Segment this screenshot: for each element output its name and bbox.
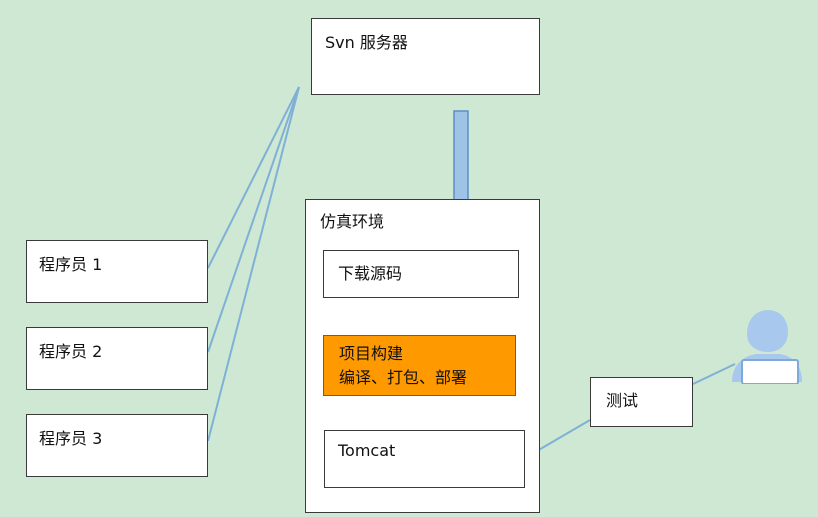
tomcat-label: Tomcat — [338, 441, 396, 460]
test-box: 测试 — [590, 377, 693, 427]
project-build-title: 项目构建 — [339, 344, 404, 363]
developer-label: 程序员 2 — [39, 342, 103, 361]
simulation-env-label: 仿真环境 — [320, 212, 385, 231]
download-source-box: 下载源码 — [323, 250, 519, 298]
tomcat-box: Tomcat — [324, 430, 525, 488]
svn-server-box: Svn 服务器 — [311, 18, 540, 95]
developer-label: 程序员 1 — [39, 255, 103, 274]
download-source-label: 下载源码 — [338, 264, 403, 283]
connector-dev3-svn — [207, 86, 300, 442]
connector-test-tester — [692, 363, 736, 385]
developer-label: 程序员 3 — [39, 429, 103, 448]
connector-dev1-svn — [207, 86, 300, 269]
project-build-box: 项目构建 编译、打包、部署 — [323, 335, 516, 396]
project-build-steps: 编译、打包、部署 — [339, 368, 468, 387]
developer-box: 程序员 3 — [26, 414, 208, 477]
svn-server-label: Svn 服务器 — [325, 33, 408, 52]
developer-box: 程序员 1 — [26, 240, 208, 303]
user-at-computer-icon — [732, 310, 802, 384]
test-label: 测试 — [606, 391, 639, 410]
connector-dev2-svn — [207, 86, 300, 353]
developer-box: 程序员 2 — [26, 327, 208, 390]
